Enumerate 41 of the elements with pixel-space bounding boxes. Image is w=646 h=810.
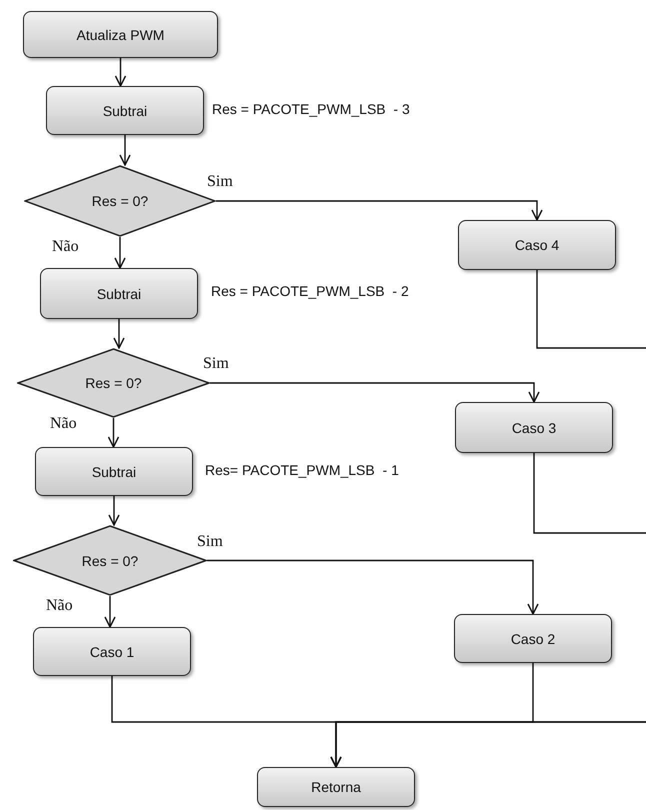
decision-text: Res = 0? bbox=[82, 552, 138, 568]
process-box bbox=[40, 268, 198, 319]
arrow bbox=[108, 496, 120, 526]
edge-label: Não bbox=[52, 238, 79, 256]
arrow bbox=[114, 237, 126, 269]
arrow bbox=[210, 382, 540, 403]
edge-label: Sim bbox=[207, 173, 233, 191]
process-text: Caso 3 bbox=[512, 420, 556, 436]
process-box bbox=[455, 402, 613, 453]
process-box bbox=[454, 614, 612, 663]
process-box bbox=[458, 220, 616, 270]
arrow bbox=[104, 596, 116, 628]
process-box bbox=[23, 11, 218, 58]
process-text: Caso 1 bbox=[90, 644, 134, 660]
process-text: Caso 2 bbox=[510, 630, 556, 646]
formula-note: Res= PACOTE_PWM_LSB - 1 bbox=[205, 462, 399, 478]
process-box bbox=[33, 627, 191, 676]
arrow bbox=[108, 418, 120, 448]
process-text: Subtrai bbox=[96, 286, 142, 302]
edge-label: Não bbox=[50, 415, 77, 433]
process-text: Retorna bbox=[311, 779, 361, 795]
arrow bbox=[119, 135, 131, 166]
process-text: Caso 4 bbox=[514, 237, 560, 253]
process-text: Atualiza PWM bbox=[76, 26, 164, 42]
process-box bbox=[46, 86, 204, 135]
process-box bbox=[257, 767, 415, 807]
process-text: Subtrai bbox=[102, 102, 148, 118]
decision-text: Res = 0? bbox=[85, 375, 142, 391]
arrow bbox=[207, 560, 539, 615]
arrow bbox=[216, 200, 543, 221]
arrow bbox=[113, 319, 125, 349]
arrow bbox=[330, 453, 646, 768]
process-text: Subtrai bbox=[92, 464, 136, 480]
formula-note: Res = PACOTE_PWM_LSB - 3 bbox=[212, 101, 410, 117]
formula-note: Res = PACOTE_PWM_LSB - 2 bbox=[211, 283, 409, 299]
process-box bbox=[35, 447, 193, 496]
edge-label: Sim bbox=[203, 355, 229, 373]
decision-text: Res = 0? bbox=[92, 193, 148, 209]
edge-label: Sim bbox=[197, 533, 223, 551]
arrow bbox=[114, 58, 126, 87]
edge-label: Não bbox=[46, 597, 73, 615]
